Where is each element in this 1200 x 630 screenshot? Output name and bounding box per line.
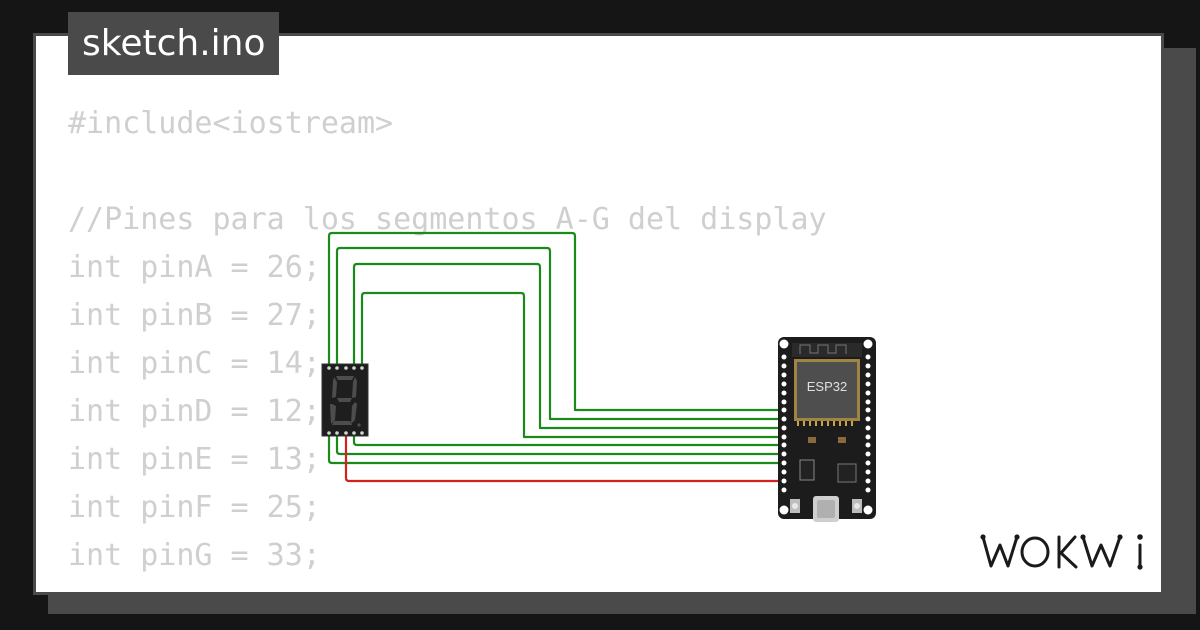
wire-segment-e[interactable] xyxy=(352,434,785,447)
seven-segment-display[interactable] xyxy=(321,363,369,437)
code-line: int pinF = 25; xyxy=(68,490,321,525)
wokwi-logo-icon[interactable] xyxy=(980,534,1143,570)
wire-segment-c[interactable] xyxy=(352,262,785,430)
code-line: int pinA = 26; xyxy=(68,250,321,285)
wire-common[interactable] xyxy=(344,434,785,483)
esp32-left-pins xyxy=(781,354,787,493)
file-tab[interactable]: sketch.ino xyxy=(68,12,280,75)
code-line: int pinE = 13; xyxy=(68,442,321,477)
esp32-right-pins xyxy=(865,354,871,493)
wire-segment-g[interactable] xyxy=(327,434,785,465)
wire-segment-a[interactable] xyxy=(327,231,785,412)
wire-segment-d[interactable] xyxy=(360,291,785,439)
display-pins xyxy=(327,366,364,435)
code-line: int pinD = 12; xyxy=(68,394,321,429)
code-line: #include<iostream> xyxy=(68,106,394,141)
code-card xyxy=(33,33,1164,595)
code-line: int pinC = 14; xyxy=(68,346,321,381)
display-digit xyxy=(330,376,361,427)
esp32-chip-label: ESP32 xyxy=(807,379,847,394)
code-line: int pinB = 27; xyxy=(68,298,321,333)
code-line: //Pines para los segmentos A-G del displ… xyxy=(68,202,827,237)
code-editor[interactable]: #include<iostream> //Pines para los segme… xyxy=(68,100,827,580)
esp32-board[interactable]: ESP32 xyxy=(778,337,876,522)
wire-segment-f[interactable] xyxy=(335,434,785,456)
wire-segment-b[interactable] xyxy=(335,246,785,421)
code-line: int pinG = 33; xyxy=(68,538,321,573)
segment-wires xyxy=(327,231,785,465)
